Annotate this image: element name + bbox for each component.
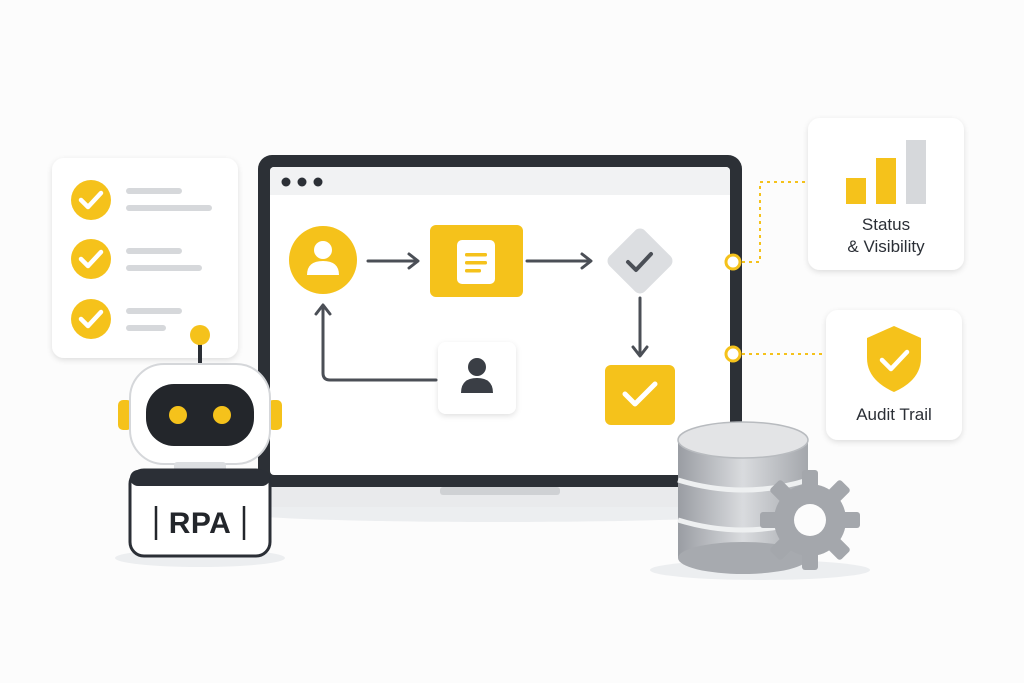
window-dot xyxy=(313,177,323,187)
human-reviewer-icon xyxy=(438,342,516,414)
connector-audit xyxy=(724,345,826,363)
workflow xyxy=(289,225,675,425)
checklist-line xyxy=(126,205,212,211)
robot-eye xyxy=(169,406,187,424)
status-card-title-line2: & Visibility xyxy=(847,237,925,256)
robot-face xyxy=(146,384,254,446)
shield-check-icon xyxy=(867,326,921,392)
check-circle-icon xyxy=(71,299,111,339)
flow-arrow xyxy=(525,252,593,270)
checklist-items xyxy=(71,180,212,339)
robot-ear xyxy=(268,400,282,430)
approved-check-icon xyxy=(605,365,675,425)
flow-arrow xyxy=(631,296,649,358)
robot-ear xyxy=(118,400,132,430)
window-dot xyxy=(297,177,307,187)
robot-collar xyxy=(130,470,270,486)
robot-badge: RPA xyxy=(130,505,270,545)
rpa-label: RPA xyxy=(168,507,232,540)
check-circle-icon xyxy=(71,180,111,220)
laptop-base xyxy=(240,487,760,507)
bar-chart-icon xyxy=(846,140,926,204)
document-icon xyxy=(430,225,523,297)
checklist-line xyxy=(126,308,182,314)
laptop-notch xyxy=(440,487,560,495)
robot-antenna-tip xyxy=(190,325,210,345)
rpa-robot xyxy=(118,325,282,558)
gear-icon xyxy=(760,470,860,570)
check-circle-icon xyxy=(71,239,111,279)
return-arrow xyxy=(314,303,438,382)
flow-arrow xyxy=(366,252,420,270)
browser-titlebar xyxy=(270,167,730,195)
connector-status xyxy=(724,181,808,271)
decision-diamond-icon xyxy=(607,228,673,294)
checklist-line xyxy=(126,188,182,194)
window-dot xyxy=(281,177,291,187)
user-icon xyxy=(289,226,357,294)
checklist-line xyxy=(126,325,166,331)
status-card-title-line1: Status xyxy=(861,215,911,234)
robot-eye xyxy=(213,406,231,424)
checklist-line xyxy=(126,248,182,254)
checklist-line xyxy=(126,265,202,271)
laptop-screen xyxy=(270,167,730,475)
audit-card-title: Audit Trail xyxy=(856,405,932,424)
database-gear-icon xyxy=(677,421,860,574)
status-visibility-card: Status & Visibility xyxy=(808,118,964,270)
audit-trail-card: Audit Trail xyxy=(826,310,962,440)
